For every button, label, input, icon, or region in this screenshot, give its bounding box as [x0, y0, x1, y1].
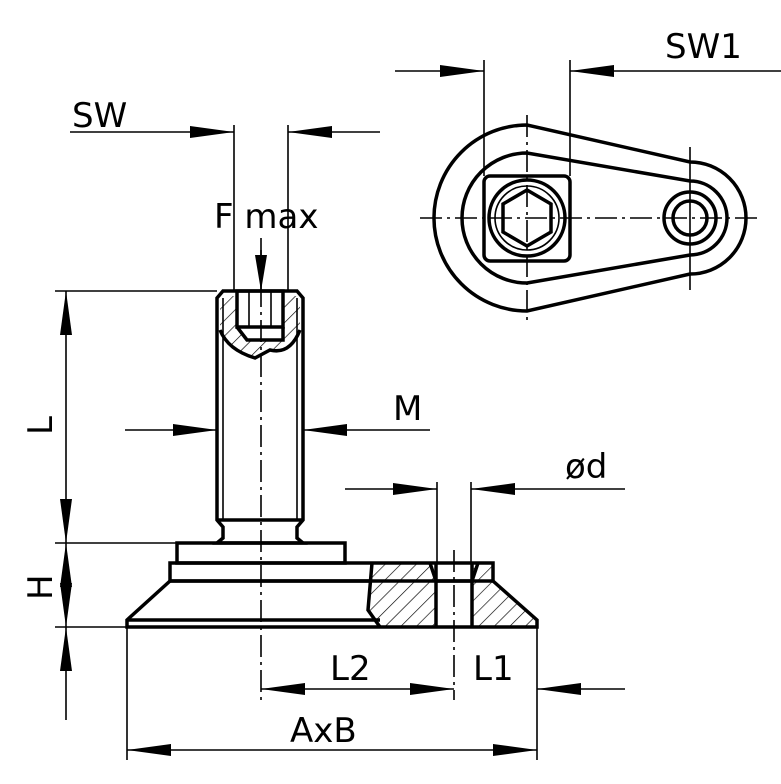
label-l2: L2: [330, 649, 371, 689]
label-sw: SW: [72, 96, 127, 136]
label-m: M: [393, 389, 422, 429]
dimensions: SW F max L M ød H: [21, 96, 625, 760]
label-axb: AxB: [290, 711, 357, 751]
label-d: ød: [565, 447, 607, 487]
threaded-stud: [212, 250, 308, 700]
label-h: H: [21, 574, 61, 600]
label-sw1: SW1: [665, 27, 742, 67]
label-fmax: F max: [214, 197, 318, 237]
top-view: SW1: [395, 27, 781, 325]
base: [125, 541, 539, 700]
label-l: L: [21, 416, 61, 435]
label-l1: L1: [473, 649, 514, 689]
